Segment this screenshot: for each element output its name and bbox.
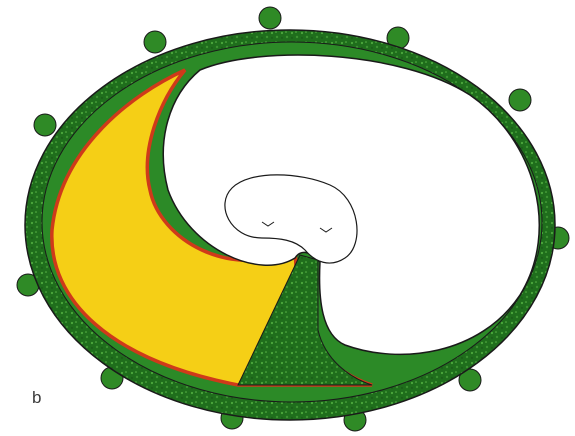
panel-label: b <box>32 389 41 406</box>
